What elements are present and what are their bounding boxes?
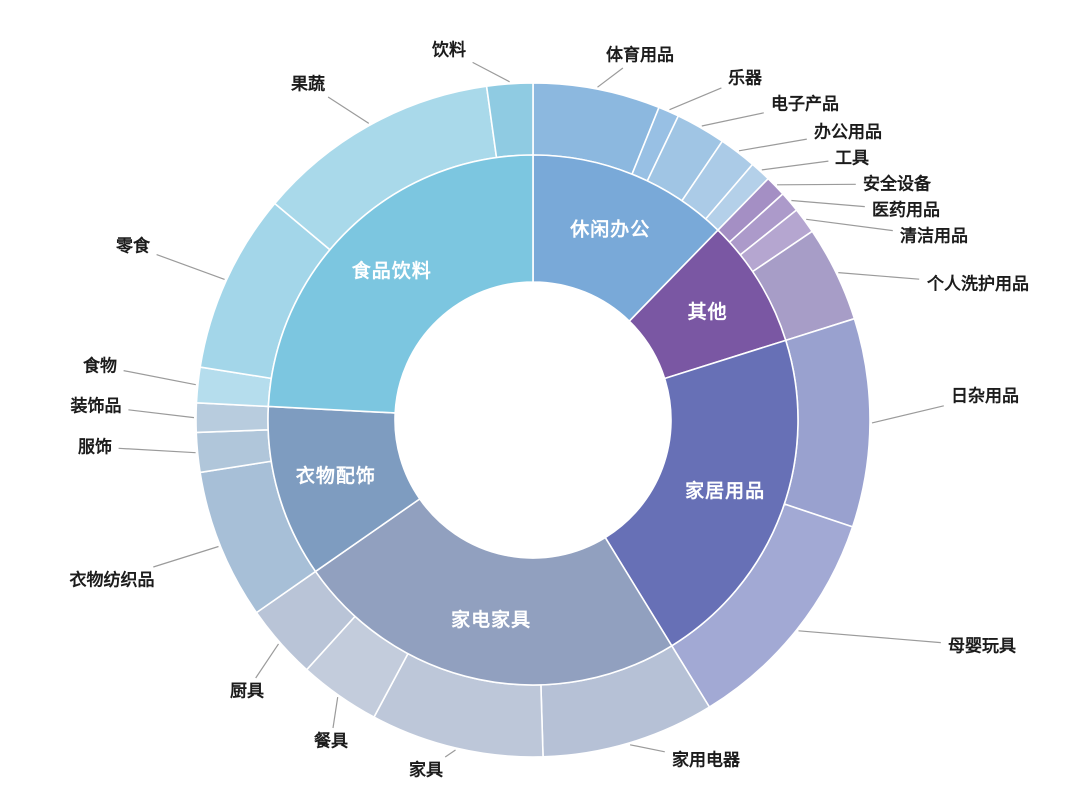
- outer-slice-label: 家具: [409, 760, 443, 780]
- leader-line: [669, 87, 722, 111]
- leader-line: [871, 405, 944, 424]
- leader-line: [156, 254, 225, 280]
- outer-slice-label: 果蔬: [291, 75, 325, 94]
- leader-line: [777, 183, 856, 186]
- leader-line: [798, 630, 941, 644]
- leader-line: [444, 749, 456, 758]
- outer-slice-label: 乐器: [728, 69, 763, 88]
- outer-slice-label: 衣物纺织品: [70, 570, 155, 590]
- outer-slice-label: 办公用品: [814, 122, 882, 142]
- inner-ring-label: 食品饮料: [352, 259, 432, 282]
- leader-line: [806, 218, 893, 232]
- outer-slice-label: 食物: [83, 356, 117, 376]
- inner-ring-label: 其他: [688, 300, 728, 323]
- outer-slice-label: 电子产品: [771, 94, 839, 114]
- sunburst-outer-slice: [195, 402, 270, 434]
- leader-line: [123, 370, 196, 386]
- sunburst-inner-slice: [267, 154, 534, 414]
- outer-slice-label: 家用电器: [672, 750, 741, 770]
- outer-slice-label: 清洁用品: [900, 226, 968, 246]
- outer-slice-label: 服饰: [78, 437, 112, 457]
- sunburst-inner-slice: [532, 154, 719, 322]
- leader-line: [153, 545, 219, 568]
- inner-ring-label: 家居用品: [685, 479, 765, 502]
- leader-line: [761, 160, 829, 171]
- inner-ring-label: 家电家具: [451, 608, 531, 631]
- leader-line: [791, 199, 865, 208]
- leader-line: [255, 643, 279, 679]
- leader-line: [838, 272, 920, 280]
- outer-slice-label: 厨具: [230, 682, 264, 701]
- leader-line: [472, 61, 510, 83]
- outer-slice-label: 工具: [835, 149, 869, 168]
- outer-slice-label: 装饰品: [70, 396, 122, 416]
- sunburst-inner-slice: [314, 498, 673, 686]
- outer-slice-label: 餐具: [314, 731, 348, 751]
- outer-slice-label: 饮料: [431, 40, 466, 60]
- outer-slice-label: 日杂用品: [951, 386, 1019, 406]
- outer-slice-label: 医药用品: [872, 200, 940, 220]
- leader-line: [629, 744, 665, 753]
- leader-line: [597, 67, 624, 88]
- inner-ring-label: 衣物配饰: [296, 464, 376, 487]
- outer-slice-label: 安全设备: [863, 174, 932, 194]
- sunburst-inner-slice: [604, 339, 799, 647]
- outer-slice-label: 体育用品: [606, 45, 674, 65]
- leader-line: [128, 409, 195, 419]
- leader-line: [701, 112, 764, 127]
- outer-slice-label: 零食: [115, 236, 151, 256]
- leader-line: [327, 96, 370, 124]
- outer-slice-label: 母婴玩具: [948, 637, 1016, 656]
- leader-line: [738, 138, 807, 152]
- leader-line: [118, 447, 196, 454]
- inner-ring-label: 休闲办公: [569, 218, 650, 241]
- leader-line: [332, 697, 339, 729]
- outer-slice-label: 个人洗护用品: [926, 274, 1029, 294]
